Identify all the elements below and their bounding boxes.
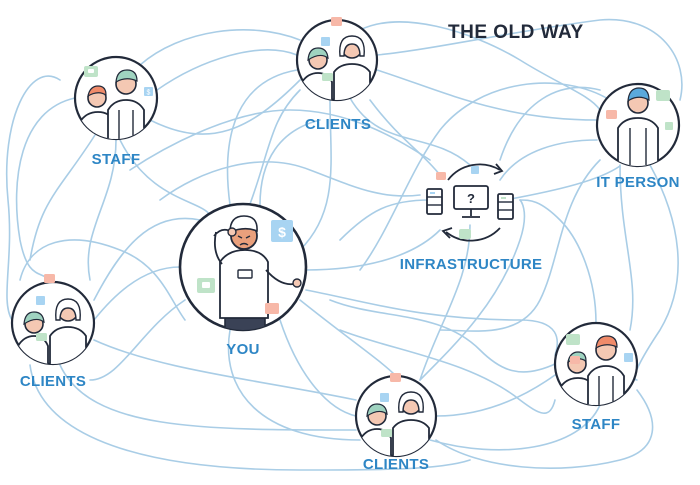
chat-icon <box>566 334 580 345</box>
chat-icon <box>459 229 471 239</box>
dollar-icon <box>321 37 330 46</box>
wire <box>129 109 431 171</box>
wire <box>259 119 321 206</box>
wire <box>93 266 181 321</box>
clients-left-node <box>10 274 96 366</box>
wire <box>376 69 598 121</box>
svg-text:$: $ <box>147 90 151 97</box>
staff-top-label: STAFF <box>91 151 141 168</box>
wire <box>29 134 96 261</box>
email-icon <box>606 110 617 119</box>
wire <box>29 364 471 471</box>
wire <box>226 69 298 206</box>
email-icon <box>436 172 446 180</box>
wire <box>159 161 421 201</box>
wire <box>299 99 332 251</box>
wire <box>499 86 601 161</box>
staff-right-label: STAFF <box>571 416 621 433</box>
wire <box>305 289 559 356</box>
wire <box>429 404 601 451</box>
badge-icon <box>665 122 673 130</box>
wire <box>633 164 679 381</box>
question-mark: ? <box>467 191 475 206</box>
tangled-connections <box>5 18 683 471</box>
dollar-icon <box>471 166 479 174</box>
wire <box>299 299 397 377</box>
wire <box>359 21 601 111</box>
wire <box>139 29 301 66</box>
wire <box>119 139 211 216</box>
you-node: $ <box>178 202 308 332</box>
server-right-icon <box>497 193 514 220</box>
clients-bottom-label: CLIENTS <box>362 456 430 473</box>
wire <box>435 389 654 469</box>
diagram-title: THE OLD WAY <box>448 22 584 43</box>
dollar-icon <box>36 296 45 305</box>
chat-icon <box>381 429 392 437</box>
wire <box>5 75 61 321</box>
wire <box>504 165 621 201</box>
wire <box>279 319 357 417</box>
clients-bottom-node <box>354 373 438 458</box>
infrastructure-node: ? <box>426 163 514 242</box>
chat-icon <box>36 333 47 341</box>
wire <box>329 299 556 373</box>
clients-left-label: CLIENTS <box>19 373 87 390</box>
wire <box>19 239 186 321</box>
clients-top-label: CLIENTS <box>304 116 372 133</box>
wire <box>359 82 611 271</box>
dollar-icon <box>271 220 293 242</box>
it-person-node <box>595 82 681 168</box>
staff-right-node <box>553 321 639 407</box>
wire <box>439 159 601 332</box>
wire <box>87 139 117 281</box>
wire <box>339 329 556 414</box>
wire <box>499 139 598 181</box>
wire <box>59 364 357 431</box>
chat-icon <box>656 90 670 101</box>
email-icon <box>331 17 342 26</box>
wire <box>149 79 301 135</box>
wire <box>619 164 634 331</box>
wire <box>15 97 76 283</box>
staff-top-node: $ <box>73 55 159 141</box>
wire <box>89 299 186 381</box>
email-icon <box>44 274 55 283</box>
wire <box>435 374 556 417</box>
server-left-icon <box>426 188 443 215</box>
you-label: YOU <box>226 341 260 358</box>
wire <box>369 99 441 176</box>
chat-icon <box>322 73 333 81</box>
wire <box>349 97 471 166</box>
dollar-icon <box>624 353 633 362</box>
wire <box>156 49 298 91</box>
wire <box>376 18 683 101</box>
infrastructure-label: INFRASTRUCTURE <box>399 256 543 273</box>
email-icon <box>390 373 401 382</box>
wire <box>249 89 301 205</box>
wire <box>419 199 526 381</box>
wire <box>227 329 361 441</box>
wire <box>339 199 431 241</box>
wire <box>93 217 201 301</box>
clients-top-node <box>295 17 379 102</box>
it-person-label: IT PERSON <box>596 174 680 191</box>
dollar-icon <box>380 393 389 402</box>
svg-text:$: $ <box>278 224 286 240</box>
wire <box>305 229 441 271</box>
wire <box>419 224 471 381</box>
wire <box>519 199 597 324</box>
wire <box>93 339 357 401</box>
email-icon <box>570 356 580 364</box>
email-icon <box>265 303 279 314</box>
dollar-icon <box>144 87 153 96</box>
